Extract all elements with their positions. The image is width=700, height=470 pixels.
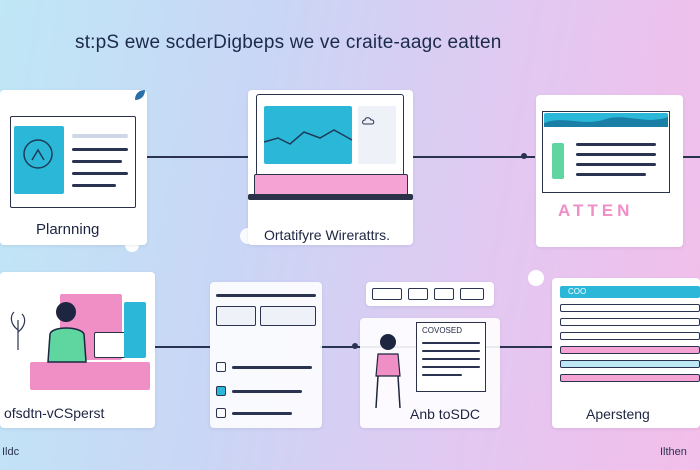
- text-line: [260, 306, 316, 326]
- step-card-planning: Plarnning: [0, 90, 147, 245]
- mini-toolbar: [366, 282, 494, 306]
- step-label: Anb toSDC: [410, 406, 481, 422]
- text-line: [72, 134, 128, 138]
- step-card-operating: COO Apersteng: [552, 278, 700, 428]
- step-card-testing-left: [210, 282, 322, 428]
- leaf-icon: [135, 90, 145, 100]
- checkbox-row: [216, 386, 226, 396]
- table-row: [560, 304, 700, 312]
- text-line: [576, 153, 656, 156]
- connector-dot: [521, 153, 527, 159]
- form-header: COVOSED: [422, 326, 463, 335]
- connector-row1-b: [405, 156, 535, 158]
- step-card-design: ATTEN: [536, 95, 683, 247]
- cup: [124, 302, 146, 358]
- step-label: Ortatifyre Wirerattrs.: [264, 227, 391, 243]
- compass-icon: [23, 139, 53, 169]
- step-card-wireframes: Ortatifyre Wirerattrs.: [248, 90, 413, 245]
- laptop-base: [248, 194, 413, 200]
- text-line: [72, 172, 128, 175]
- footer-right: Ilthen: [660, 446, 687, 458]
- table-row-highlight: [560, 360, 700, 368]
- table-row-highlight: [560, 346, 700, 354]
- step-card-deploy: COVOSED Anb toSDC: [360, 318, 500, 428]
- table-header: COO: [568, 287, 587, 296]
- text-line: [422, 358, 480, 360]
- checkbox-row: [216, 362, 226, 372]
- form-document: [416, 322, 486, 392]
- text-line: [216, 294, 316, 297]
- wave-banner: [544, 117, 668, 127]
- text-line: [576, 173, 646, 176]
- text-line: [72, 148, 128, 151]
- toolbar-chip: [372, 288, 402, 300]
- text-line: [216, 306, 256, 326]
- text-line: [72, 160, 122, 163]
- connector-row1-a: [146, 156, 256, 158]
- connector-dot: [352, 343, 358, 349]
- table-row: [560, 332, 700, 340]
- toolbar-chip: [460, 288, 484, 300]
- step-label: ATTEN: [558, 201, 634, 220]
- footer-left: Ildc: [2, 446, 20, 458]
- connector-row2-a: [155, 346, 210, 348]
- step-card-development: ofsdtn-vCSperst: [0, 272, 155, 428]
- chart-line-icon: [263, 129, 353, 145]
- board-screen: [14, 126, 64, 194]
- cloud-icon: [362, 117, 375, 125]
- laptop-display: [264, 106, 352, 164]
- text-line: [576, 163, 656, 166]
- text-line: [422, 366, 480, 368]
- person-working-icon: [47, 302, 87, 363]
- toolbar-chip: [408, 288, 428, 300]
- step-label: ofsdtn-vCSperst: [4, 405, 105, 421]
- text-line: [576, 143, 656, 146]
- step-label: Plarnning: [36, 221, 100, 238]
- laptop-on-desk: [94, 332, 126, 358]
- text-line: [232, 366, 312, 369]
- step-label: Apersteng: [586, 406, 650, 422]
- table-header-bar: [560, 286, 700, 298]
- laptop-side-panel: [358, 106, 396, 164]
- laptop-keyboard: [254, 174, 408, 196]
- side-block: [552, 143, 564, 179]
- text-line: [422, 374, 462, 376]
- connector-row1-c: [683, 156, 700, 158]
- text-line: [422, 350, 480, 352]
- toolbar-chip: [434, 288, 454, 300]
- text-line: [232, 390, 302, 393]
- text-line: [232, 412, 292, 415]
- text-line: [422, 342, 480, 344]
- text-line: [72, 184, 116, 187]
- plant-icon: [10, 311, 26, 350]
- page-title: st:pS ewe scderDigbeps we ve craite-aagc…: [75, 32, 502, 53]
- checkbox-row: [216, 408, 226, 418]
- desk: [30, 362, 150, 390]
- person-seated-icon: [375, 334, 401, 409]
- decor-blob: [528, 270, 544, 286]
- table-row-highlight: [560, 374, 700, 382]
- table-row: [560, 318, 700, 326]
